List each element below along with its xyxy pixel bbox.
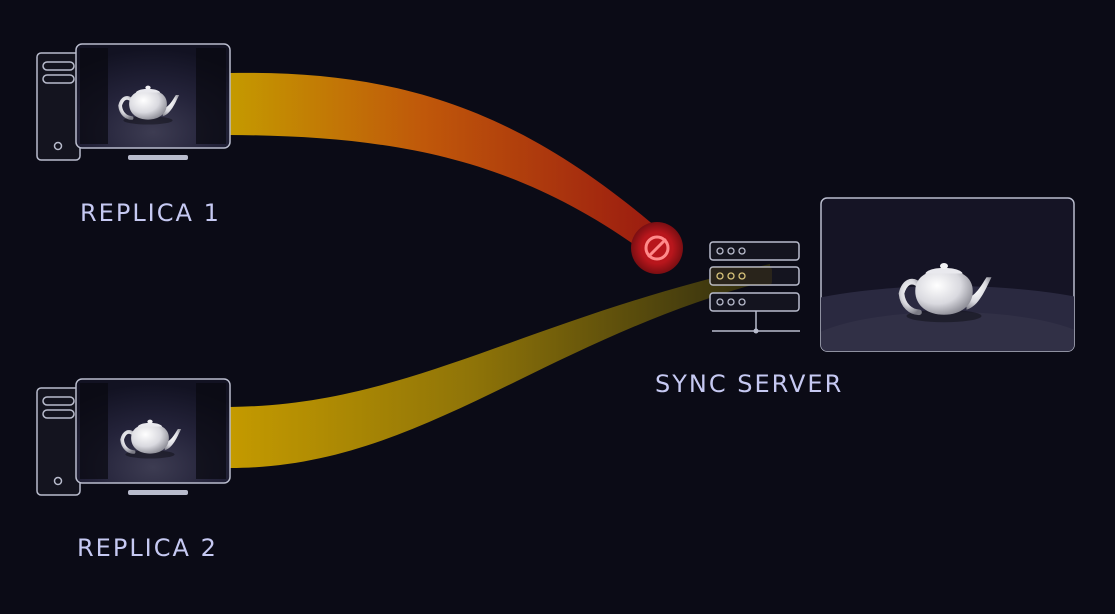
replica-2-computer bbox=[36, 378, 231, 496]
replica-1-label: REPLICA 1 bbox=[80, 199, 221, 227]
blocked-stream bbox=[230, 72, 662, 257]
replica-1-computer bbox=[36, 43, 231, 161]
replica-2-label: REPLICA 2 bbox=[77, 534, 218, 562]
server-display bbox=[820, 197, 1075, 352]
server-rack-icon bbox=[709, 241, 800, 334]
blocked-icon bbox=[631, 222, 683, 274]
sync-server-label: SYNC SERVER bbox=[655, 370, 844, 398]
sync-stream bbox=[230, 264, 770, 468]
